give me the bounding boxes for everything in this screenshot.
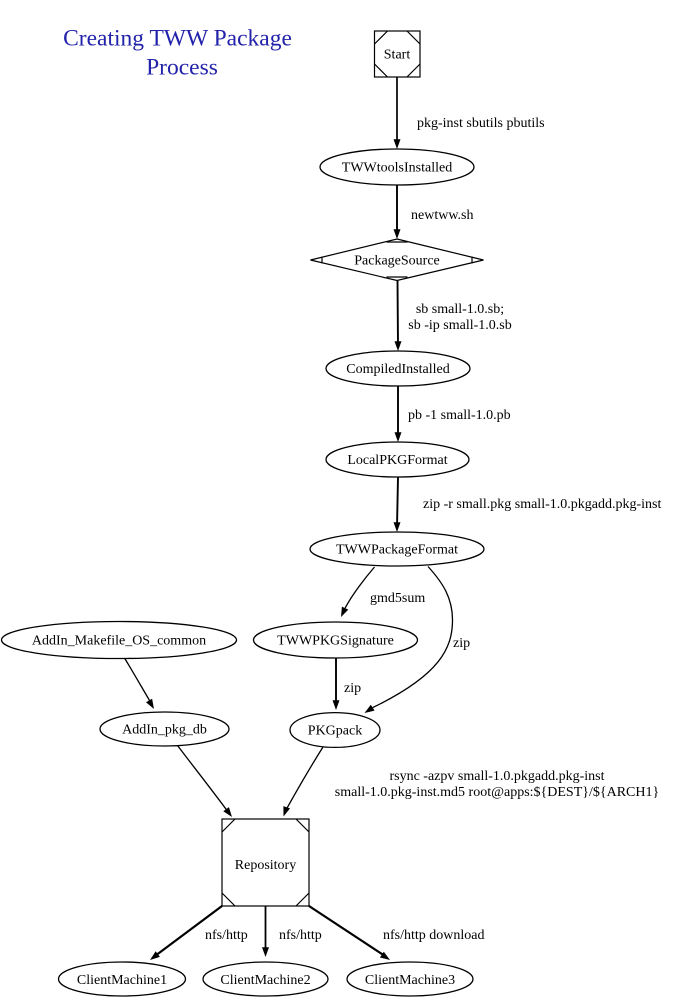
svg-text:pkg-inst sbutils pbutils: pkg-inst sbutils pbutils: [417, 116, 545, 131]
svg-text:ClientMachine1: ClientMachine1: [77, 973, 167, 988]
svg-text:Creating TWW Package: Creating TWW Package: [63, 26, 292, 52]
svg-text:AddIn_Makefile_OS_common: AddIn_Makefile_OS_common: [32, 634, 206, 649]
svg-text:nfs/http download: nfs/http download: [383, 928, 485, 943]
svg-text:sb -ip small-1.0.sb: sb -ip small-1.0.sb: [408, 318, 511, 333]
svg-text:newtww.sh: newtww.sh: [411, 208, 473, 223]
svg-text:nfs/http: nfs/http: [279, 928, 322, 943]
svg-text:TWWPackageFormat: TWWPackageFormat: [336, 543, 458, 558]
svg-text:Repository: Repository: [235, 858, 296, 873]
svg-text:Start: Start: [384, 48, 411, 63]
svg-text:small-1.0.pkg-inst.md5 root@ap: small-1.0.pkg-inst.md5 root@apps:${DEST}…: [335, 785, 659, 800]
svg-text:AddIn_pkg_db: AddIn_pkg_db: [122, 723, 207, 738]
svg-text:Process: Process: [146, 55, 218, 81]
svg-text:CompiledInstalled: CompiledInstalled: [346, 362, 449, 377]
svg-text:PackageSource: PackageSource: [354, 254, 440, 269]
svg-text:ClientMachine3: ClientMachine3: [365, 973, 455, 988]
svg-text:zip: zip: [344, 681, 361, 696]
svg-text:sb small-1.0.sb;: sb small-1.0.sb;: [416, 302, 504, 317]
svg-text:rsync -azpv small-1.0.pkgadd.p: rsync -azpv small-1.0.pkgadd.pkg-inst: [389, 769, 604, 784]
svg-text:pb -1 small-1.0.pb: pb -1 small-1.0.pb: [408, 408, 511, 423]
svg-text:zip -r small.pkg small-1.0.pkg: zip -r small.pkg small-1.0.pkgadd.pkg-in…: [423, 497, 661, 512]
svg-text:TWWPKGSignature: TWWPKGSignature: [277, 634, 394, 649]
svg-text:PKGpack: PKGpack: [308, 724, 362, 739]
svg-text:gmd5sum: gmd5sum: [370, 591, 425, 606]
svg-text:LocalPKGFormat: LocalPKGFormat: [347, 453, 447, 468]
svg-text:ClientMachine2: ClientMachine2: [220, 973, 310, 988]
svg-text:zip: zip: [453, 636, 470, 651]
svg-text:TWWtoolsInstalled: TWWtoolsInstalled: [342, 161, 452, 176]
svg-text:nfs/http: nfs/http: [205, 928, 248, 943]
